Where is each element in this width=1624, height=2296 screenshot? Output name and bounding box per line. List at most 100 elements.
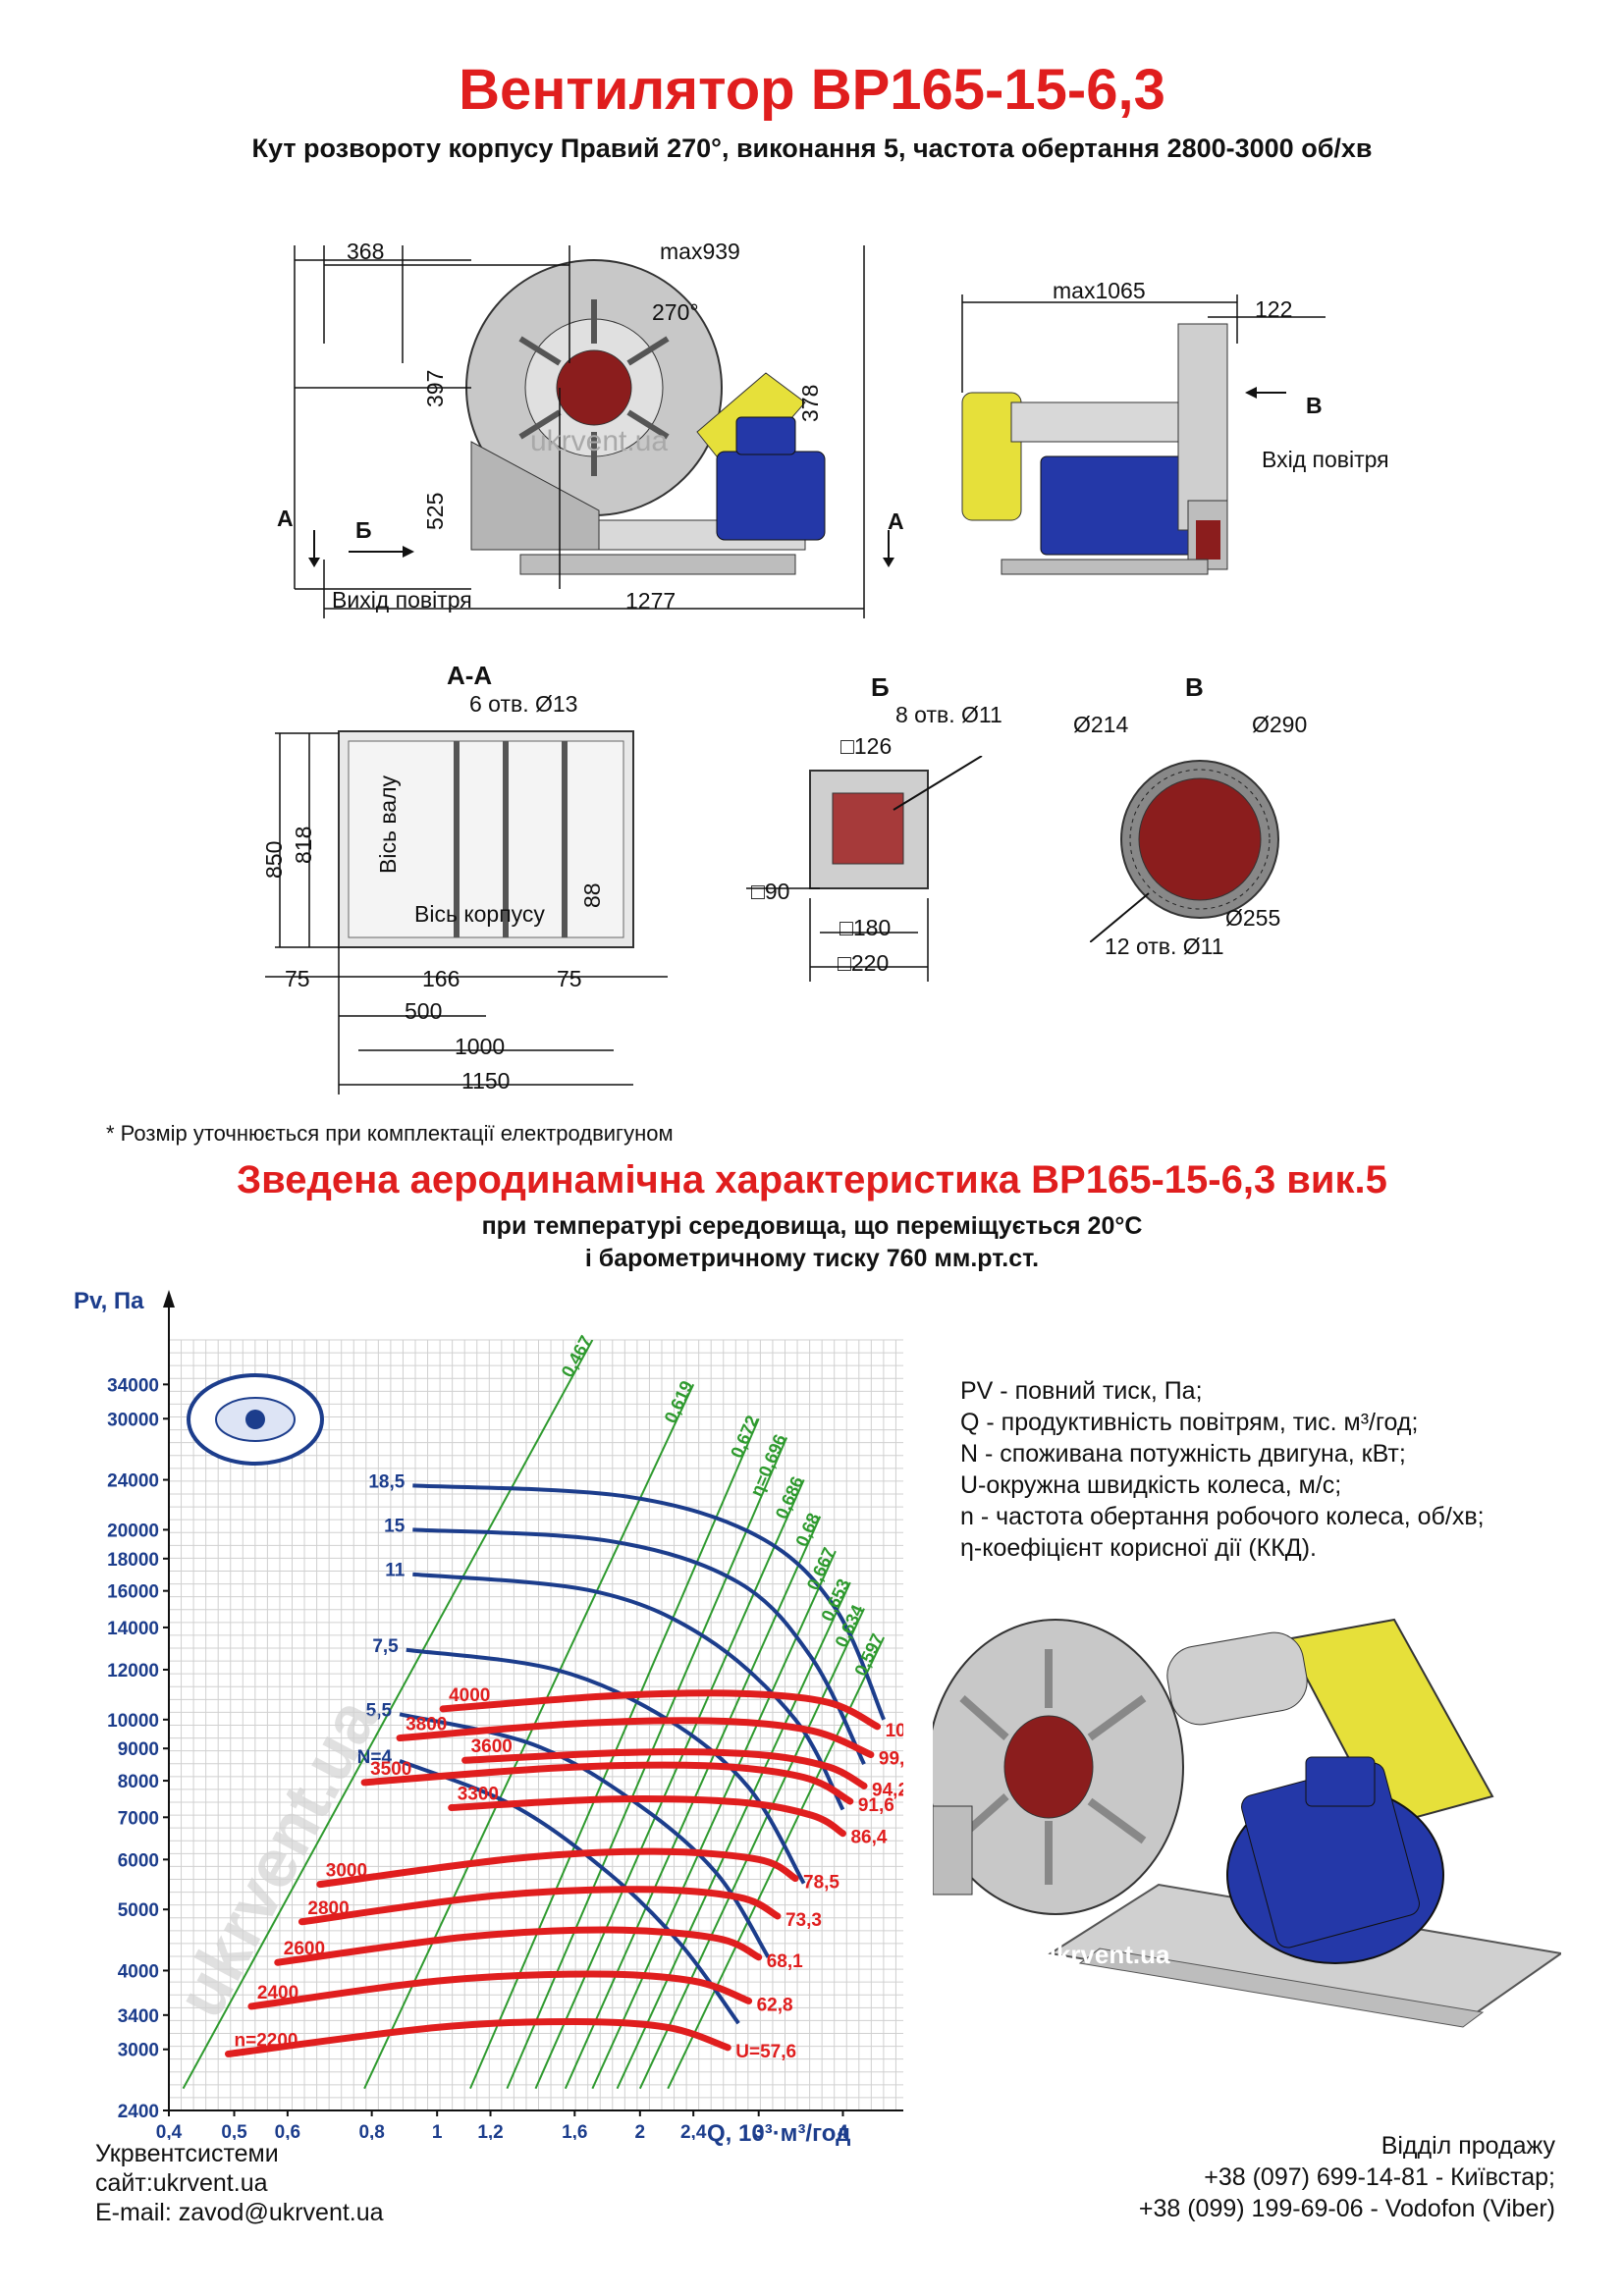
chart-axes: 2400300034004000500060007000800090001000… bbox=[107, 1290, 903, 2140]
dim-500: 500 bbox=[405, 998, 443, 1024]
y-tick-label: 3000 bbox=[118, 2041, 159, 2061]
x-tick-label: 1,6 bbox=[562, 2122, 587, 2140]
efficiency-line bbox=[616, 1581, 851, 2090]
power-curve-label: 18,5 bbox=[368, 1471, 405, 1492]
footnote: * Розмір уточнюється при комплектації ел… bbox=[106, 1121, 674, 1146]
power-curve bbox=[399, 1759, 740, 2025]
speed-curve bbox=[360, 1761, 854, 1805]
dim-max939: max939 bbox=[660, 239, 740, 264]
dim-d290: Ø290 bbox=[1252, 712, 1308, 737]
label-b: Б bbox=[355, 517, 372, 543]
fan-3d-illustration: ukrvent.ua bbox=[933, 1618, 1561, 2028]
legend-pv: PV - повний тиск, Па; bbox=[960, 1377, 1203, 1405]
y-tick-label: 4000 bbox=[118, 1961, 159, 1982]
y-tick-label: 16000 bbox=[107, 1582, 159, 1603]
x-tick-label: 4 bbox=[838, 2122, 848, 2140]
fan-3d-blades bbox=[959, 1649, 1147, 1885]
power-curve bbox=[412, 1572, 845, 1811]
power-curve bbox=[412, 1527, 866, 1766]
efficiency-label: 0,68 bbox=[791, 1510, 824, 1549]
dim-397: 397 bbox=[422, 369, 448, 407]
watermark-front: ukrvent.ua bbox=[530, 425, 669, 457]
section-aa-holes: 6 отв. Ø13 bbox=[469, 691, 578, 717]
speed-curve bbox=[274, 1926, 763, 1966]
section-v-holes: 12 отв. Ø11 bbox=[1105, 934, 1224, 959]
efficiency-label: 0,619 bbox=[661, 1378, 697, 1426]
x-tick-label: 1,2 bbox=[477, 2122, 503, 2140]
y-tick-label: 8000 bbox=[118, 1772, 159, 1792]
efficiency-label: 0,597 bbox=[850, 1630, 887, 1679]
legend-u: U-окружна швидкість колеса, м/с; bbox=[960, 1471, 1342, 1499]
y-axis-arrow bbox=[163, 1290, 175, 1308]
dim-180: □180 bbox=[839, 915, 892, 940]
speed-curve-label: 2600 bbox=[284, 1939, 325, 1959]
efficiency-line bbox=[363, 1383, 695, 2090]
power-curve bbox=[406, 1647, 806, 1885]
legend-rpm: n - частота обертання робочого колеса, о… bbox=[960, 1503, 1485, 1530]
speed-curve-end-label: 91,6 bbox=[858, 1795, 894, 1816]
chart-xlabel: Q, 10³·м³/год bbox=[707, 2120, 851, 2147]
x-tick-label: 0,4 bbox=[156, 2122, 183, 2140]
footer-phone-vodafone[interactable]: +38 (099) 199-69-06 - Vodofon (Viber) bbox=[1138, 2195, 1555, 2222]
speed-curve-label: 4000 bbox=[449, 1685, 490, 1706]
chart-ylabel: Pv, Па bbox=[74, 1288, 144, 1314]
speed-curve-label: 2400 bbox=[257, 1983, 298, 2003]
footer-site[interactable]: сайт:ukrvent.ua bbox=[95, 2169, 268, 2197]
efficiency-line bbox=[534, 1479, 805, 2090]
dim-1000: 1000 bbox=[455, 1034, 506, 1059]
section-b-holes: 8 отв. Ø11 bbox=[895, 702, 1002, 727]
x-tick-label: 2 bbox=[635, 2122, 646, 2140]
speed-curve bbox=[225, 2017, 731, 2057]
dim-90: □90 bbox=[751, 879, 790, 904]
footer-phone-kyivstar[interactable]: +38 (097) 699-14-81 - Київстар; bbox=[1204, 2163, 1555, 2191]
motor-terminal-box bbox=[735, 416, 796, 455]
y-tick-label: 30000 bbox=[107, 1410, 159, 1430]
dim-1150: 1150 bbox=[461, 1068, 511, 1094]
speed-curve-label: 3500 bbox=[370, 1759, 411, 1780]
speed-curve-label: n=2200 bbox=[235, 2030, 298, 2051]
side-dimension-lines bbox=[961, 294, 1326, 393]
power-curve-label: 11 bbox=[385, 1561, 406, 1581]
dim-378: 378 bbox=[797, 384, 823, 422]
y-tick-label: 34000 bbox=[107, 1375, 159, 1396]
inlet-opening bbox=[556, 349, 632, 426]
speed-curve-label: 3800 bbox=[406, 1715, 447, 1735]
power-curve-label: 7,5 bbox=[372, 1636, 399, 1657]
chart-watermark: ukrvent.ua bbox=[161, 1685, 393, 2029]
side-belt-guard bbox=[961, 392, 1022, 521]
label-a-right: А bbox=[888, 508, 904, 534]
y-tick-label: 18000 bbox=[107, 1550, 159, 1571]
speed-curve-end-label: 73,3 bbox=[785, 1910, 822, 1931]
speed-curve-label: 3600 bbox=[471, 1736, 513, 1757]
footer-email[interactable]: E-mail: zavod@ukrvent.ua bbox=[95, 2199, 384, 2226]
speed-curve-end-label: 78,5 bbox=[803, 1873, 839, 1894]
legend-eta: η-коефіцієнт корисної дії (ККД). bbox=[960, 1534, 1317, 1562]
label-v: В bbox=[1306, 393, 1323, 418]
dim-220: □220 bbox=[838, 950, 890, 976]
speed-curve-label: 2800 bbox=[307, 1898, 349, 1919]
speed-curve-end-label: 99,5 bbox=[879, 1748, 903, 1769]
chart-conditions-line2: і барометричному тиску 760 мм.рт.ст. bbox=[584, 1245, 1040, 1272]
label-a-left: А bbox=[277, 506, 294, 531]
x-tick-label: 0,5 bbox=[221, 2122, 247, 2140]
dim-166: 166 bbox=[422, 966, 460, 991]
speed-curve-end-label: U=57,6 bbox=[735, 2042, 796, 2062]
angle-label: 270° bbox=[652, 299, 699, 325]
legend-q: Q - продуктивність повітрям, тис. м³/год… bbox=[960, 1409, 1419, 1436]
dim-d214: Ø214 bbox=[1073, 712, 1129, 737]
speed-curve-label: 3000 bbox=[326, 1861, 367, 1882]
legend-n: N - споживана потужність двигуна, кВт; bbox=[960, 1440, 1406, 1468]
footer-company: Укрвентсистеми bbox=[95, 2140, 279, 2167]
side-base bbox=[1001, 559, 1209, 575]
fan-watermark: ukrvent.ua bbox=[1041, 1940, 1170, 1969]
speed-curve-end-label: 68,1 bbox=[767, 1951, 803, 1972]
fan-inlet bbox=[1003, 1715, 1094, 1819]
speed-curve bbox=[439, 1689, 882, 1731]
speed-curve bbox=[448, 1794, 846, 1838]
x-tick-label: 2,4 bbox=[680, 2122, 707, 2140]
section-b-title: Б bbox=[871, 672, 890, 702]
section-v-title: В bbox=[1185, 672, 1204, 702]
efficiency-line bbox=[591, 1550, 837, 2090]
y-tick-label: 7000 bbox=[118, 1808, 159, 1829]
dim-88: 88 bbox=[579, 882, 605, 908]
